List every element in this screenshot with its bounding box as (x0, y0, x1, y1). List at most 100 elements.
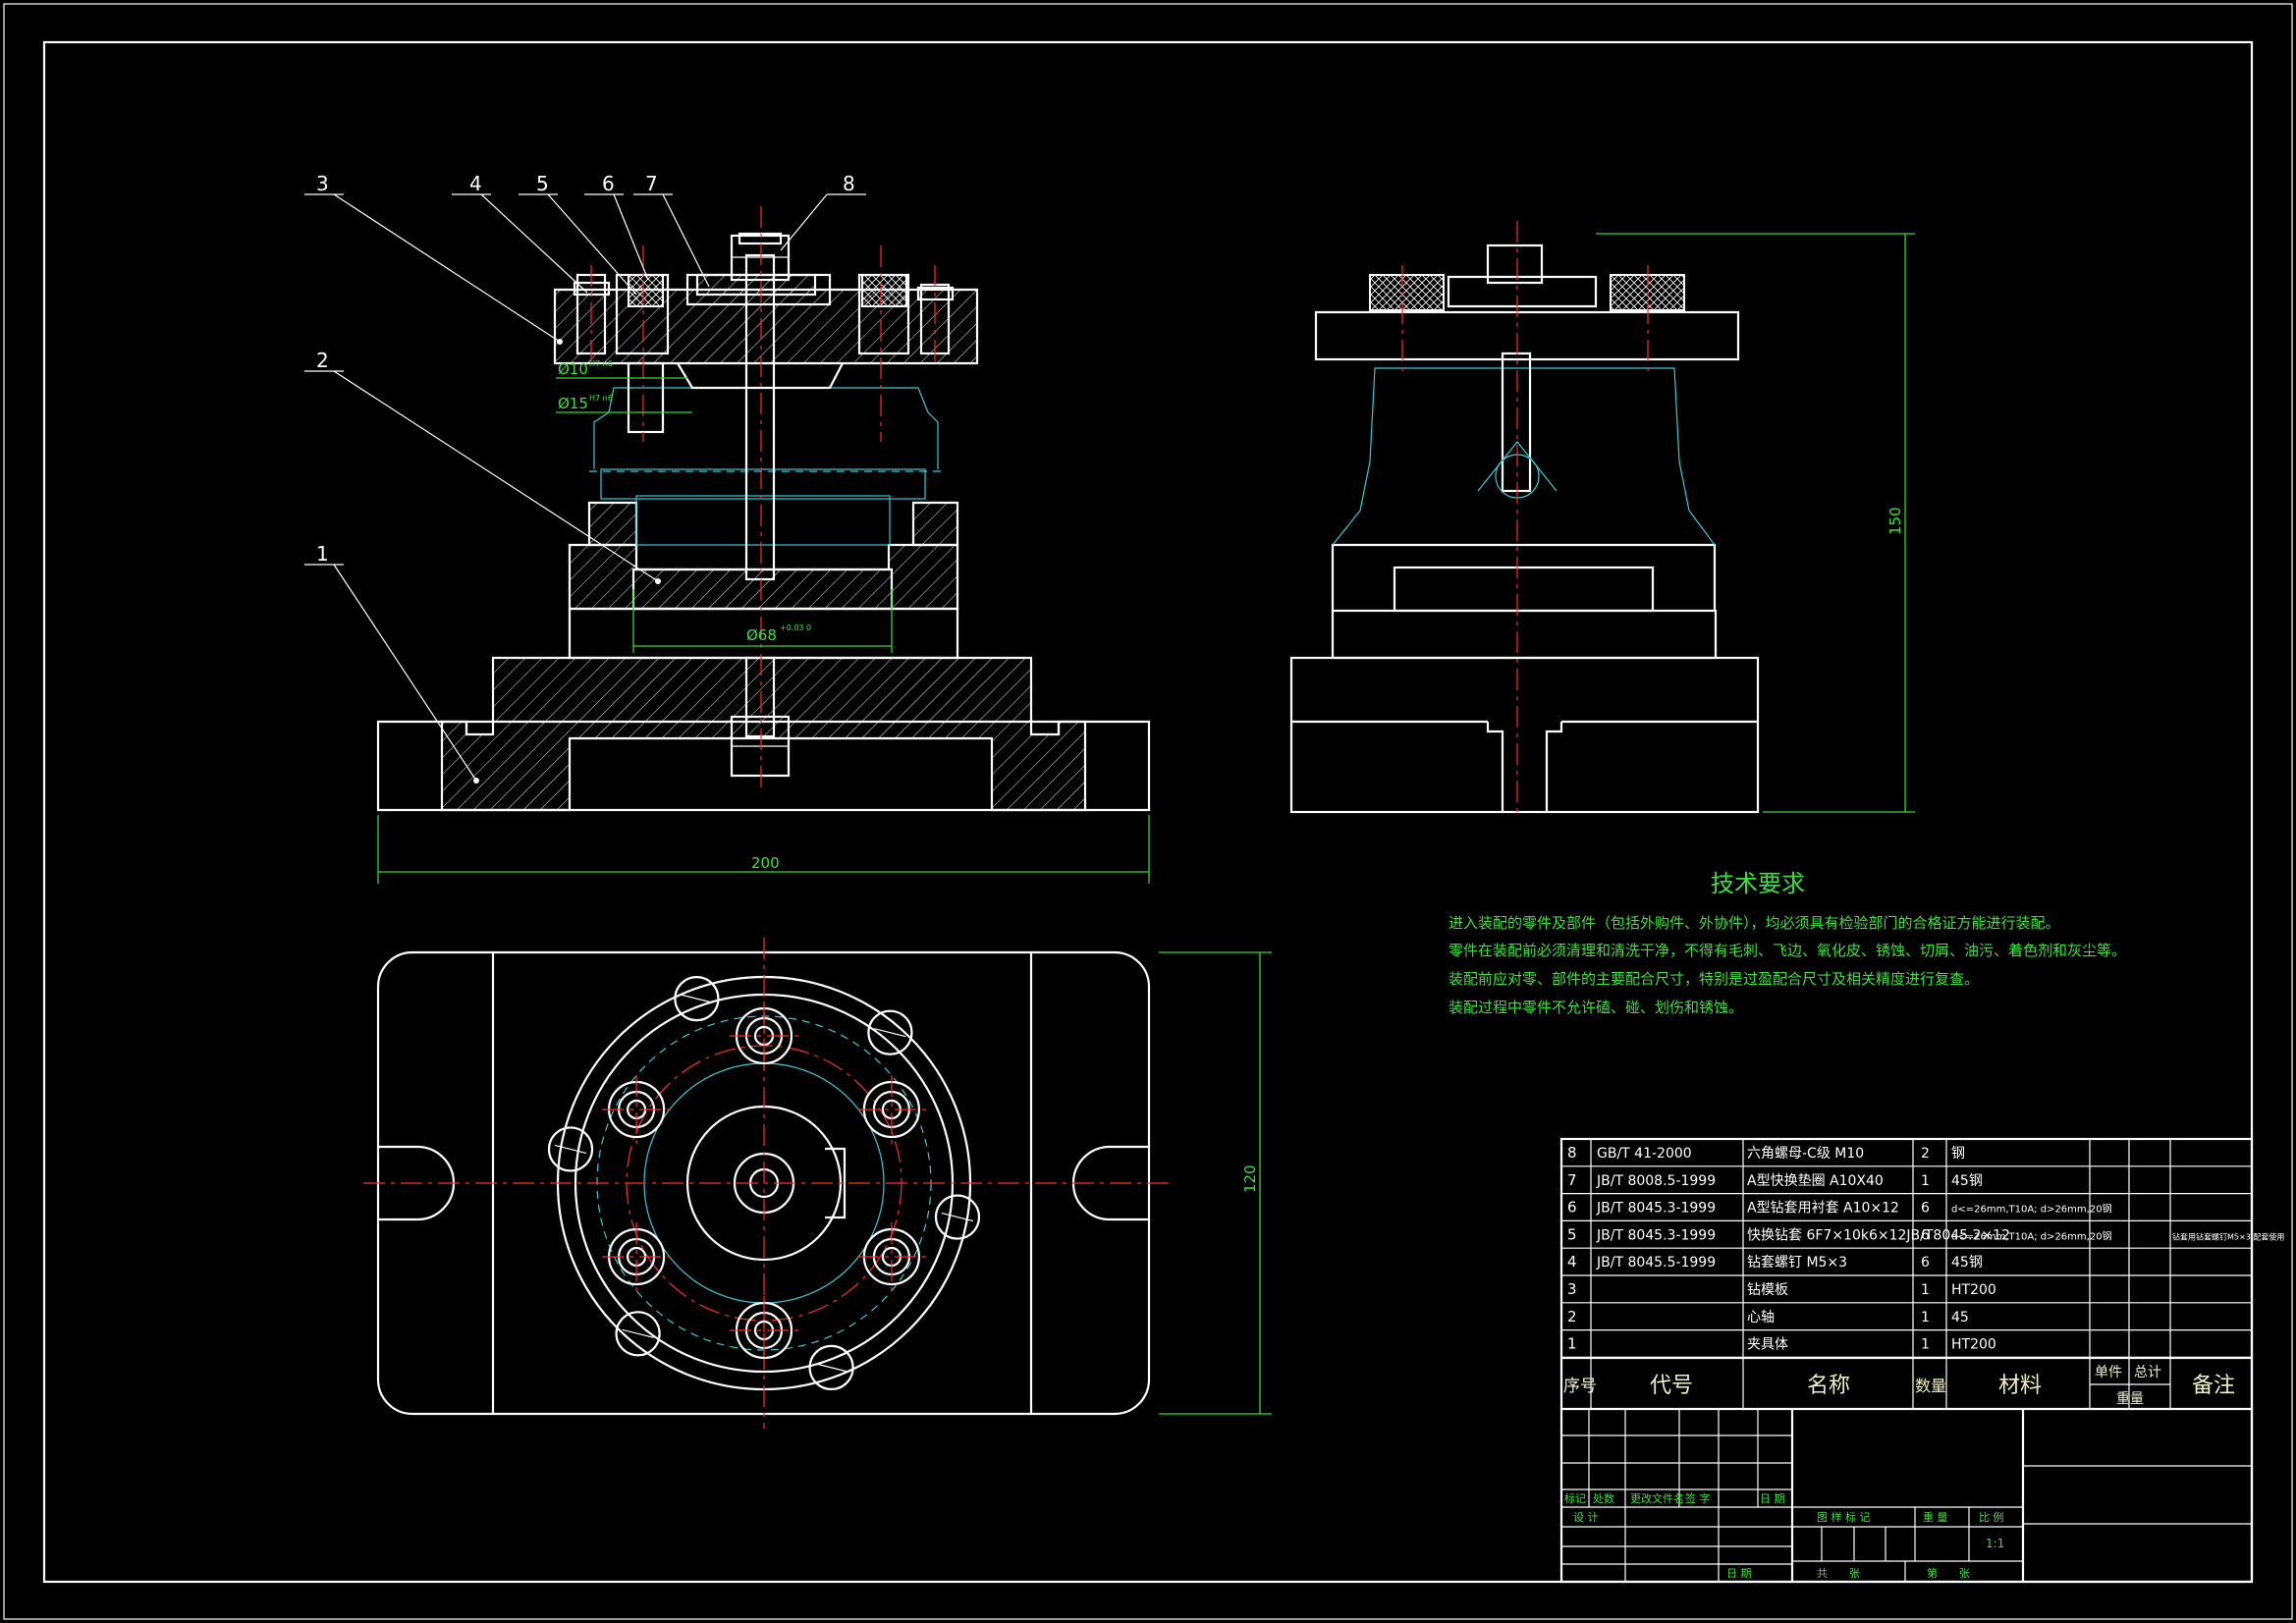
tech-line-2: 零件在装配前必须清理和清洗干净，不得有毛刺、飞边、氧化皮、锈蚀、切屑、油污、着色… (1449, 942, 2126, 959)
hdr-material: 材料 (1998, 1374, 2042, 1398)
dim-fit-lower-tol: H7 n6 (589, 394, 613, 403)
bushing-screw (808, 1344, 854, 1390)
bom-name: 钻套螺钉 M5×3 (1747, 1255, 1847, 1271)
bom-material: 45 (1951, 1310, 1969, 1325)
side-view: 150 (1289, 221, 1915, 815)
balloon-5: 5 (536, 172, 549, 195)
dim-bore-tol: +0.03 0 (780, 623, 811, 632)
tb-scale: 1:1 (1986, 1537, 2004, 1550)
bom-no: 2 (1567, 1308, 1577, 1325)
dim-fit-upper-tol: H7 n6 (589, 359, 613, 368)
balloon-8: 8 (843, 172, 855, 195)
balloon-leaders: 3 4 5 6 7 8 2 1 (304, 172, 866, 784)
bushing-screw (547, 1126, 594, 1172)
bom-no: 5 (1567, 1225, 1577, 1243)
bom-material: d<=26mm,T10A; d>26mm,20钢 (1951, 1203, 2112, 1216)
bom-material: 钢 (1951, 1146, 1965, 1162)
bom-no: 6 (1567, 1199, 1577, 1217)
balloon-1: 1 (316, 542, 329, 566)
hdr-name: 名称 (1807, 1374, 1850, 1398)
bom-qty: 1 (1921, 1310, 1930, 1325)
bom-no: 3 (1567, 1280, 1577, 1298)
front-section-view (376, 206, 1151, 812)
bushing-screw (867, 1009, 913, 1055)
rev-mark: 标记 (1564, 1491, 1586, 1505)
bom-name: 钻模板 (1747, 1282, 1788, 1298)
plan-bushing (602, 1222, 672, 1357)
bom-name: 六角螺母-C级 M10 (1747, 1146, 1864, 1162)
bom-table-frame: 序号 代号 名称 数量 材料 单件 总计 重量 备注 标记 (1559, 1137, 2254, 1584)
plan-bushings (547, 976, 981, 1390)
bom-material: HT200 (1951, 1282, 1996, 1298)
front-dimensions: 200 Ø68 +0.03 0 Ø10 H7 n6 Ø15 H7 n6 (377, 359, 1150, 884)
bom-name: 心轴 (1747, 1310, 1775, 1325)
tech-line-1: 进入装配的零件及部件（包括外购件、外协件），均必须具有检验部门的合格证方能进行装… (1449, 914, 2060, 932)
tech-title: 技术要求 (1711, 870, 1805, 897)
bom-qty: 6 (1921, 1227, 1930, 1243)
bom-row: 8 GB/T 41-2000 六角螺母-C级 M10 2 钢 (1567, 1144, 1965, 1162)
bom-code: JB/T 8045.3-1999 (1596, 1227, 1716, 1243)
bom-material: 45钢 (1951, 1255, 1983, 1271)
dim-overall-height: 150 (1886, 507, 1904, 535)
tech-line-3: 装配前应对零、部件的主要配合尺寸，特别是过盈配合尺寸及相关精度进行复查。 (1449, 970, 1979, 988)
rev-doc: 更改文件名 (1630, 1491, 1684, 1505)
bom-no: 8 (1567, 1144, 1577, 1162)
dim-plan-height: 120 (1241, 1164, 1259, 1193)
plan-bushing (730, 1296, 854, 1390)
bom-code: JB/T 8045.5-1999 (1596, 1255, 1716, 1271)
balloon-4: 4 (469, 172, 482, 195)
hdr-code: 代号 (1650, 1374, 1693, 1398)
hdr-weight: 重量 (2116, 1391, 2144, 1407)
bom-no: 1 (1567, 1335, 1577, 1353)
rev-count: 处数 (1593, 1492, 1614, 1505)
bom-material: d<=26mm,T10A; d>26mm,20钢 (1951, 1229, 2112, 1242)
dim-fit-upper: Ø10 (558, 360, 588, 378)
tb-design: 设 计 (1573, 1511, 1599, 1524)
hdr-no: 序号 (1563, 1377, 1597, 1396)
tb-sheet: 第 张 (1927, 1566, 1970, 1580)
balloon-6: 6 (602, 172, 615, 195)
rev-sign: 签 字 (1685, 1491, 1711, 1505)
bom-name: 快换钻套 6F7×10k6×12JB/T8045.2×12 (1747, 1226, 2010, 1243)
bom-name: A型钻套用衬套 A10×12 (1747, 1201, 1899, 1217)
tb-weight: 重 量 (1923, 1510, 1948, 1524)
tb-stage: 图 样 标 记 (1817, 1510, 1871, 1524)
plan-dimension: 120 (1159, 951, 1272, 1415)
hdr-qty: 数量 (1915, 1377, 1946, 1395)
balloon-3: 3 (316, 172, 329, 195)
dim-bore: Ø68 (746, 626, 777, 644)
tb-sheets: 共 张 (1817, 1567, 1860, 1580)
bushing-screw (934, 1194, 981, 1240)
inner-border (42, 40, 2254, 1584)
bom-qty: 6 (1921, 1255, 1930, 1271)
tb-date: 日 期 (1726, 1567, 1752, 1580)
plan-bushing (856, 1009, 926, 1144)
bom-material: HT200 (1951, 1337, 1996, 1353)
outer-border (3, 3, 2293, 1620)
bom-row: 2 心轴 1 45 (1567, 1308, 1969, 1325)
bom-row: 3 钻模板 1 HT200 (1567, 1280, 1996, 1298)
bom-qty: 2 (1921, 1146, 1930, 1162)
bushing-screw (674, 976, 720, 1022)
bom-rows: 8 GB/T 41-2000 六角螺母-C级 M10 2 钢 7 JB/T 8008.5-1… (1567, 1144, 2284, 1353)
bom-no: 7 (1567, 1171, 1577, 1189)
hdr-note: 备注 (2192, 1374, 2235, 1398)
bom-qty: 6 (1921, 1201, 1930, 1217)
rev-date: 日 期 (1760, 1492, 1785, 1505)
bom-code: GB/T 41-2000 (1597, 1146, 1692, 1162)
bom-code: JB/T 8008.5-1999 (1596, 1173, 1716, 1189)
plan-view (363, 938, 1169, 1429)
dim-fit-lower: Ø15 (558, 395, 588, 412)
bom-qty: 1 (1921, 1337, 1930, 1353)
technical-requirements: 技术要求 进入装配的零件及部件（包括外购件、外协件），均必须具有检验部门的合格证… (1449, 870, 2126, 1016)
plan-bushing (856, 1194, 981, 1291)
hdr-unit: 单件 (2095, 1365, 2122, 1380)
bom-qty: 1 (1921, 1173, 1930, 1189)
dim-overall-width: 200 (751, 854, 780, 872)
bom-qty: 1 (1921, 1282, 1930, 1298)
tb-scale-label: 比 例 (1979, 1510, 2004, 1524)
